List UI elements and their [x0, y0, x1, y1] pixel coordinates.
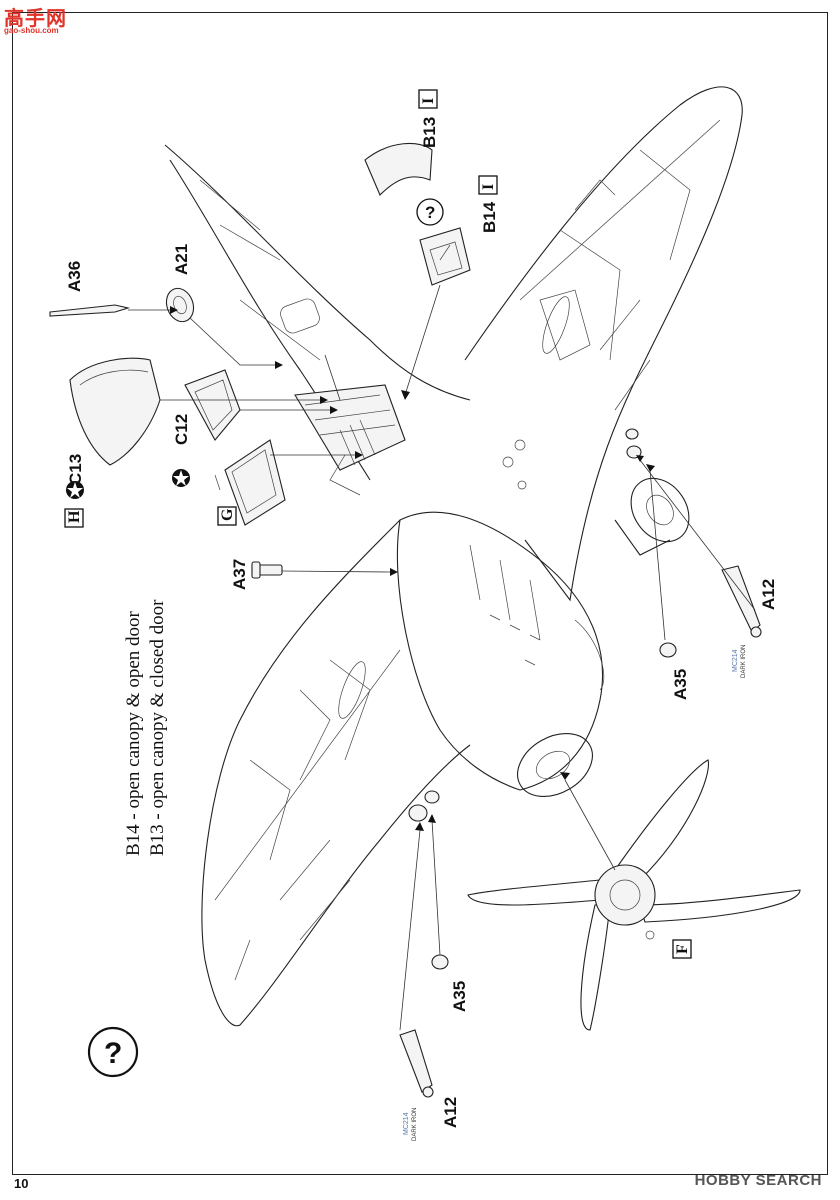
- part-small-pylons: [408, 428, 642, 822]
- svg-text:H: H: [66, 510, 83, 523]
- part-labels: B13 B14 A36 A21 C13 C12 A37 A12 A35 A35 …: [65, 117, 778, 1128]
- watermark-hobby-search: HOBBY SEARCH: [694, 1172, 822, 1189]
- cockpit: [294, 384, 406, 496]
- part-a12-left-shape: [399, 1029, 434, 1098]
- fuselage-rear: [164, 144, 471, 401]
- label-a21: A21: [172, 244, 191, 275]
- question-mark-circle-icon: ?: [87, 1026, 139, 1078]
- engine-cowl: [396, 511, 605, 797]
- star-circle-icon: [66, 481, 84, 499]
- svg-text:I: I: [420, 98, 437, 104]
- page-number: 10: [14, 1176, 29, 1191]
- label-b13: B13: [420, 117, 439, 148]
- label-b14: B14: [480, 201, 499, 233]
- svg-text:MC214: MC214: [403, 1112, 410, 1135]
- sprue-box-c13: H: [64, 508, 84, 528]
- part-a35-right-shape: [659, 642, 677, 658]
- star-circle-icon: [172, 469, 190, 487]
- label-a36: A36: [65, 261, 84, 292]
- label-a35-right: A35: [671, 669, 690, 700]
- legend: B14 - open canopy & open door B13 - open…: [123, 599, 168, 856]
- svg-text:G: G: [219, 508, 236, 521]
- sprue-box-b14: I: [478, 175, 498, 195]
- aircraft-drawing: [164, 86, 743, 1027]
- color-callout-left: MC214 DARK IRON: [403, 1108, 418, 1141]
- svg-text:?: ?: [104, 1037, 122, 1070]
- part-g-windscreen-shape: [214, 439, 286, 526]
- part-a36-shape: [49, 304, 131, 317]
- label-c12: C12: [172, 414, 191, 445]
- watermark-logo-top: 高手网 gao-shou.com: [2, 2, 72, 42]
- label-a37: A37: [230, 559, 249, 590]
- arrowheads: [170, 306, 655, 831]
- svg-text:I: I: [480, 184, 497, 190]
- part-a12-right-shape: [721, 565, 762, 638]
- sprue-boxes: I I H G F: [64, 89, 692, 959]
- watermark-url: gao-shou.com: [4, 26, 59, 35]
- color-callout-right: MC214 DARK IRON: [732, 645, 747, 678]
- part-a35-left-shape: [431, 954, 449, 970]
- sprue-box-f: F: [672, 939, 692, 959]
- label-a35-left: A35: [450, 981, 469, 1012]
- part-a37-shape: [251, 561, 283, 579]
- legend-line-1: B14 - open canopy & open door: [123, 610, 144, 856]
- svg-text:?: ?: [425, 203, 435, 222]
- legend-line-2: B13 - open canopy & closed door: [147, 599, 168, 856]
- svg-text:F: F: [674, 944, 691, 954]
- part-a21-shape: [165, 287, 195, 323]
- svg-text:DARK IRON: DARK IRON: [412, 1108, 418, 1141]
- svg-text:DARK IRON: DARK IRON: [741, 645, 747, 678]
- right-wing: [464, 86, 743, 602]
- sprue-box-g: G: [217, 506, 237, 526]
- leader-lines: [128, 284, 756, 1031]
- sprue-box-b13: I: [418, 89, 438, 109]
- page-border: [12, 12, 828, 1175]
- part-b14-shape: [419, 227, 471, 286]
- part-c13-shape: [69, 357, 161, 466]
- part-c12-shape: [184, 369, 241, 441]
- part-b13-shape: [364, 142, 433, 196]
- watermark-title: 高手网: [4, 6, 67, 30]
- right-landing-gear: [614, 477, 690, 556]
- label-a12-left: A12: [441, 1097, 460, 1128]
- left-wing: [201, 519, 471, 1027]
- question-mark-circle-icon: ?: [416, 198, 444, 226]
- label-c13: C13: [66, 454, 85, 485]
- propeller: [467, 759, 801, 1031]
- svg-text:MC214: MC214: [732, 649, 739, 672]
- label-a12-right: A12: [759, 579, 778, 610]
